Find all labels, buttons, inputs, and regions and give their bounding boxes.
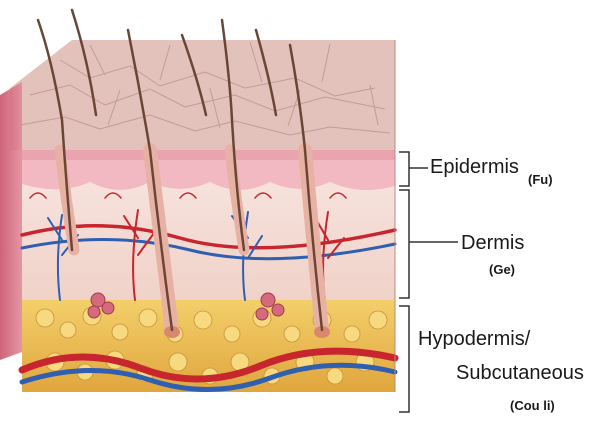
dermis-label: Dermis: [461, 232, 524, 255]
dermis-bracket: [399, 190, 409, 298]
hypodermis-note: (Cou li): [510, 398, 555, 413]
hypodermis-label: Hypodermis/: [418, 328, 530, 351]
layer-brackets: [399, 152, 458, 412]
hypodermis-bracket: [399, 306, 409, 412]
epidermis-note: (Fu): [528, 172, 553, 187]
subcutaneous-label: Subcutaneous: [456, 362, 584, 385]
epidermis-label: Epidermis: [430, 156, 519, 179]
stratum-corneum: [22, 150, 395, 160]
epidermis-bracket: [399, 152, 409, 186]
skin-surface: [10, 40, 395, 150]
dermis-note: (Ge): [489, 262, 515, 277]
left-side-face: [0, 82, 22, 360]
